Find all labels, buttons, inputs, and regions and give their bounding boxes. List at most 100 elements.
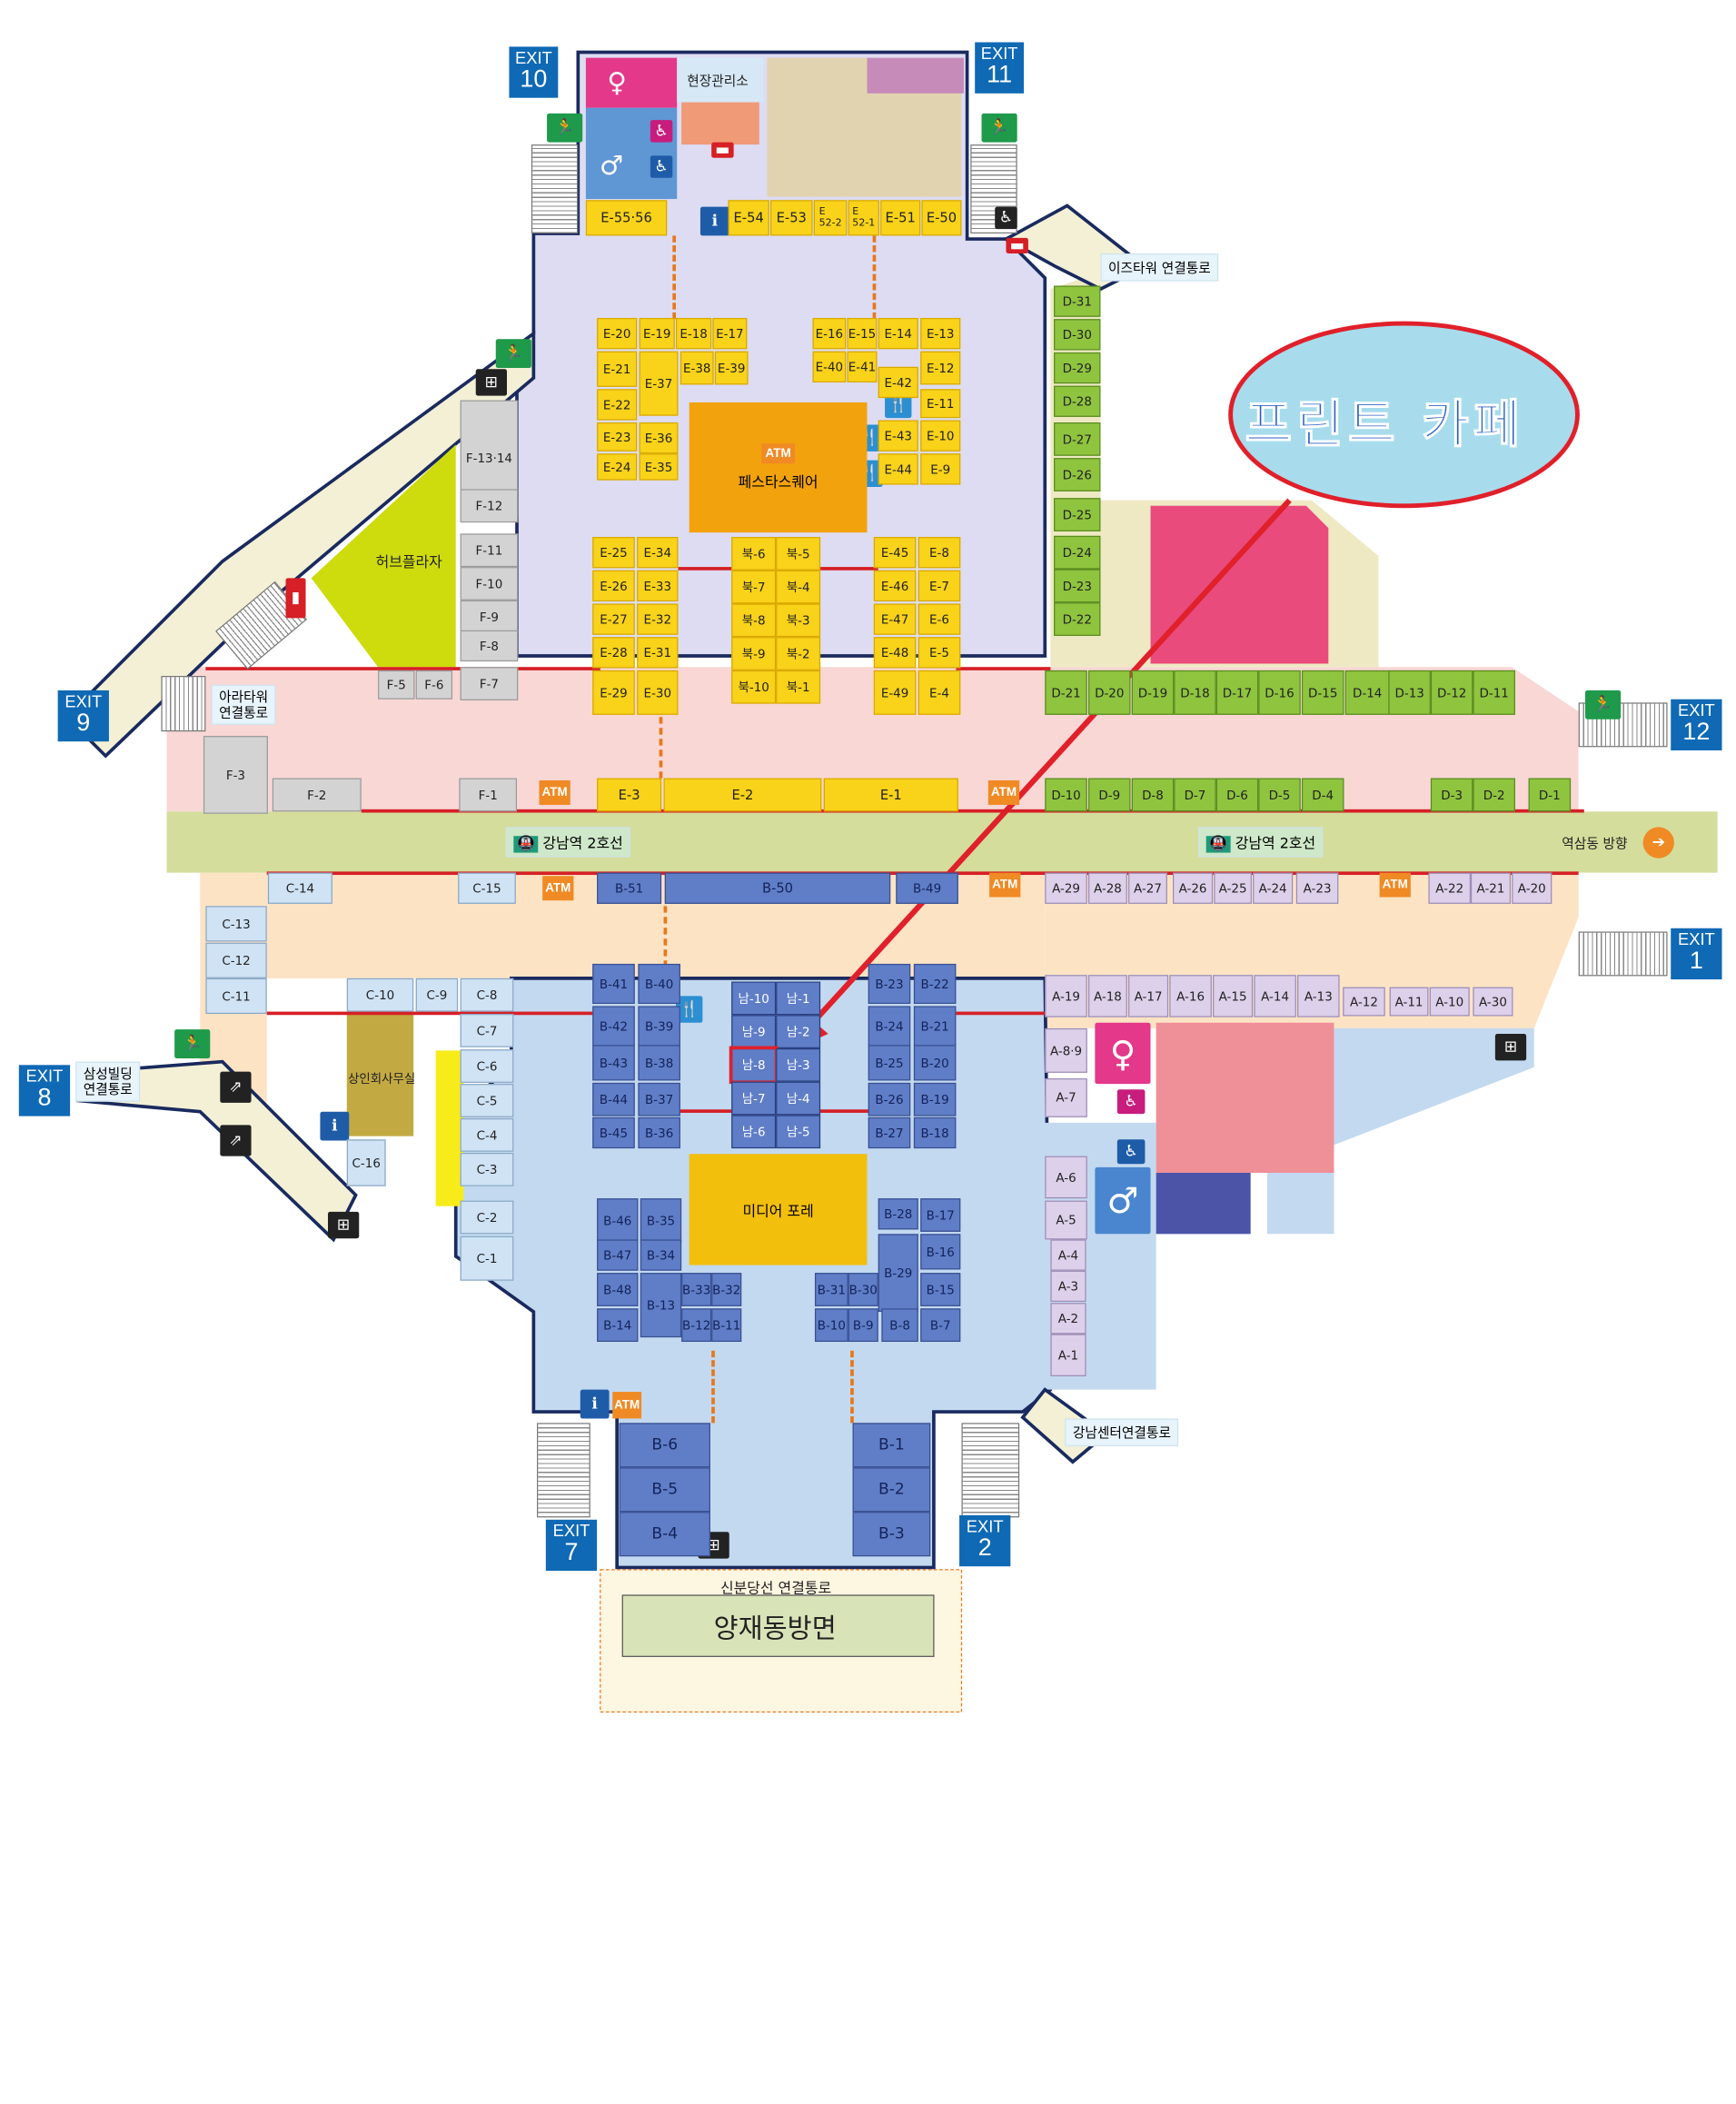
stall-d_col-7[interactable]: D-24 [1054,535,1101,570]
stall-d_col-8[interactable]: D-23 [1054,569,1101,603]
stall-b_exit-3[interactable]: B-1 [852,1423,931,1468]
stall-f-4[interactable]: F-9 [460,600,519,634]
stall-south-0[interactable]: 남-10 [731,981,777,1016]
stall-south-6[interactable]: 남-7 [731,1081,777,1116]
stall-b_left-4[interactable]: B-43 [592,1045,635,1081]
stall-e_left-6[interactable]: E-38 [680,351,714,385]
stall-north-5[interactable]: 북-3 [776,603,821,638]
stall-a_col-3[interactable]: A-5 [1045,1200,1087,1240]
stall-south-7[interactable]: 남-4 [776,1081,821,1116]
stall-e_left-22[interactable]: E-30 [637,670,679,715]
stall-d_row1-2[interactable]: D-19 [1131,670,1175,715]
stall-e_top-0[interactable]: E-55·56 [585,200,668,236]
stall-b_left-3[interactable]: B-39 [638,1006,680,1047]
stall-d_row1-3[interactable]: D-18 [1174,670,1216,715]
stall-b_top-0[interactable]: B-51 [597,872,662,904]
stall-e_left-12[interactable]: E-35 [639,453,679,481]
stall-a_top-4[interactable]: A-25 [1214,872,1252,904]
stall-f-2[interactable]: F-11 [460,533,519,568]
stall-b_left-8[interactable]: B-45 [592,1117,635,1149]
stall-north-4[interactable]: 북-8 [731,603,777,638]
stall-b_left-6[interactable]: B-44 [592,1082,635,1117]
stall-a_col-0[interactable]: A-8·9 [1045,1027,1087,1073]
stall-c-4[interactable]: C-15 [458,872,516,904]
stall-d_row2-2[interactable]: D-8 [1131,778,1175,812]
stall-north-6[interactable]: 북-9 [731,637,777,670]
stall-c-0[interactable]: C-14 [267,872,332,904]
stall-b_right-9[interactable]: B-18 [913,1117,957,1149]
stall-d_col-9[interactable]: D-22 [1054,602,1101,636]
stall-b_right-17[interactable]: B-10 [814,1308,848,1343]
stall-b_right-16[interactable]: B-30 [848,1273,878,1306]
stall-d_col-0[interactable]: D-31 [1054,285,1101,317]
stall-a_col-4[interactable]: A-4 [1050,1239,1086,1271]
stall-d_row2-0[interactable]: D-10 [1045,778,1087,812]
stall-c-5[interactable]: C-10 [346,978,414,1012]
stall-b_right-1[interactable]: B-22 [913,963,957,1005]
stall-a_top-3[interactable]: A-26 [1173,872,1214,904]
stall-e_left-21[interactable]: E-29 [592,670,635,715]
stall-c-7[interactable]: C-8 [460,978,514,1012]
stall-e_right-20[interactable]: E-5 [918,637,961,669]
stall-e_right-4[interactable]: E-40 [812,351,847,382]
stall-b_right-18[interactable]: B-9 [848,1308,878,1343]
stall-e_left-18[interactable]: E-32 [637,603,679,635]
stall-north-1[interactable]: 북-5 [776,537,821,571]
stall-b_right-15[interactable]: B-31 [814,1273,848,1306]
stall-d_col-6[interactable]: D-25 [1054,498,1101,531]
stall-e_left-11[interactable]: E-24 [597,453,638,481]
stall-e_left-4[interactable]: E-21 [597,351,638,387]
stall-e_right-9[interactable]: E-43 [878,420,918,452]
stall-d_row1-4[interactable]: D-17 [1215,670,1259,715]
stall-d_row2-3[interactable]: D-7 [1174,778,1216,812]
stall-e_top-2[interactable]: E-53 [770,200,813,236]
stall-e_right-17[interactable]: E-47 [873,603,917,635]
stall-d_row2-9[interactable]: D-1 [1528,778,1572,812]
stall-b_exit-2[interactable]: B-4 [619,1512,710,1557]
stall-a_mid-1[interactable]: A-18 [1088,975,1127,1017]
stall-e_left-9[interactable]: E-23 [597,422,638,452]
stall-c-6[interactable]: C-9 [415,978,459,1012]
stall-south-3[interactable]: 남-2 [776,1015,821,1048]
stall-b_left-7[interactable]: B-37 [638,1082,680,1117]
stall-b_left-15[interactable]: B-13 [640,1273,682,1338]
stall-e_right-11[interactable]: E-44 [878,453,918,485]
stall-d_col-2[interactable]: D-29 [1054,352,1101,384]
stall-e_right-21[interactable]: E-49 [873,670,917,715]
stall-a_mid-8[interactable]: A-11 [1389,987,1429,1017]
stall-e_left-16[interactable]: E-33 [637,570,679,602]
stall-south-9[interactable]: 남-5 [776,1115,821,1149]
stall-d_row1-9[interactable]: D-12 [1430,670,1473,715]
stall-e_left-5[interactable]: E-37 [639,351,679,416]
stall-c-2[interactable]: C-12 [205,942,267,978]
stall-f-11[interactable]: F-1 [459,778,518,812]
stall-d_col-5[interactable]: D-26 [1054,458,1101,491]
stall-e_bottom-0[interactable]: E-3 [597,778,662,812]
stall-b_left-2[interactable]: B-42 [592,1006,635,1047]
stall-e_right-22[interactable]: E-4 [918,670,961,715]
stall-d_row1-5[interactable]: D-16 [1258,670,1301,715]
stall-c-9[interactable]: C-6 [460,1049,514,1083]
stall-e_right-7[interactable]: E-42 [878,366,918,399]
stall-d_row2-8[interactable]: D-2 [1473,778,1515,812]
stall-a_col-5[interactable]: A-3 [1050,1270,1086,1302]
stall-b_left-10[interactable]: B-46 [597,1198,639,1244]
stall-f-10[interactable]: F-2 [272,778,362,812]
stall-c-3[interactable]: C-11 [205,978,267,1015]
stall-d_col-1[interactable]: D-30 [1054,319,1101,351]
stall-north-3[interactable]: 북-4 [776,570,821,604]
stall-b_right-7[interactable]: B-19 [913,1082,957,1117]
stall-e_left-1[interactable]: E-19 [639,317,675,350]
stall-d_row2-7[interactable]: D-3 [1430,778,1473,812]
stall-e_top-4[interactable]: E 52-1 [848,200,879,236]
stall-e_right-2[interactable]: E-14 [878,317,918,350]
stall-d_row2-6[interactable]: D-4 [1301,778,1344,812]
atm-sign[interactable]: ATM [612,1392,642,1419]
stall-e_left-3[interactable]: E-17 [712,317,748,350]
stall-b_right-19[interactable]: B-8 [881,1308,918,1343]
stall-e_top-6[interactable]: E-50 [921,200,962,236]
stall-d_row1-7[interactable]: D-14 [1344,670,1390,715]
stall-c-15[interactable]: C-1 [460,1236,514,1281]
stall-a_col-6[interactable]: A-2 [1050,1303,1086,1335]
